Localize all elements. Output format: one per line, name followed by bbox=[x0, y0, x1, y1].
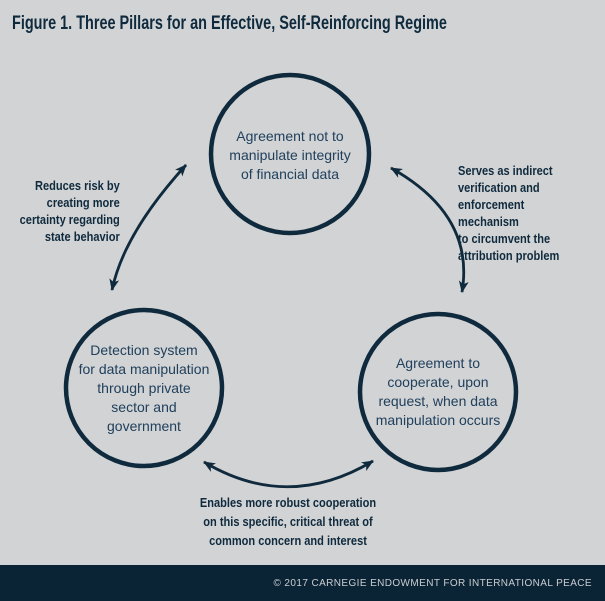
edge-label-right: Serves as indirect verification and enfo… bbox=[458, 163, 560, 263]
node-circle-bottom-right bbox=[357, 311, 519, 473]
node-label-bottom-right: Agreement to cooperate, upon request, wh… bbox=[375, 355, 501, 428]
footer-bar: © 2017 CARNEGIE ENDOWMENT FOR INTERNATIO… bbox=[0, 565, 605, 601]
node-label-top: Agreement not to manipulate integrity of… bbox=[229, 127, 351, 182]
arrow-left-double bbox=[109, 164, 188, 291]
arrow-right-double bbox=[390, 166, 469, 293]
node-circle-top bbox=[208, 72, 372, 236]
arrow-bottom-double bbox=[203, 459, 374, 489]
edge-label-bottom: Enables more robust cooperation on this … bbox=[199, 495, 377, 548]
node-circle-bottom-left bbox=[63, 307, 225, 469]
footer-copyright: © 2017 CARNEGIE ENDOWMENT FOR INTERNATIO… bbox=[273, 577, 592, 589]
edge-label-left: Reduces risk by creating more certainty … bbox=[19, 178, 120, 244]
figure-title: Figure 1. Three Pillars for an Effective… bbox=[12, 13, 447, 34]
node-label-bottom-left: Detection system for data manipulation t… bbox=[78, 341, 210, 434]
